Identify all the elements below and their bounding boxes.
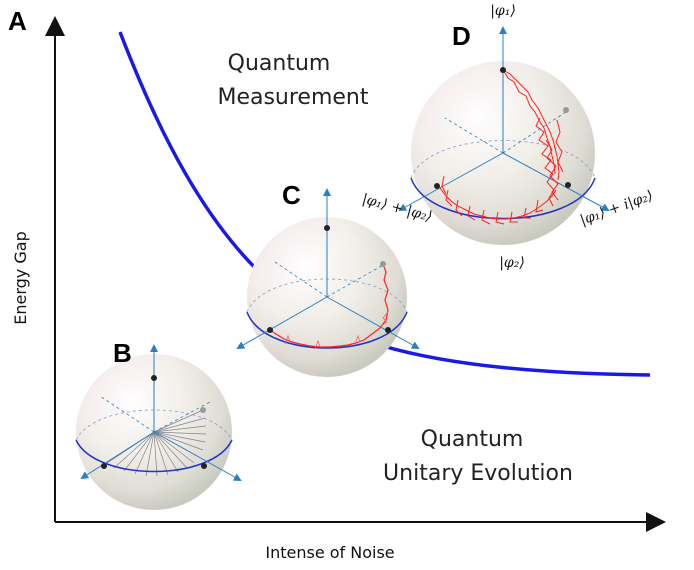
x-axis-title: Intense of Noise [265, 543, 394, 562]
panel-label-d: D [452, 21, 471, 51]
region-upper-line-2: Measurement [217, 85, 368, 110]
region-upper-line-1: Quantum [228, 51, 331, 76]
trajectory-d [439, 69, 564, 225]
trajectory-c [269, 263, 389, 348]
bloch-sphere-c [236, 188, 420, 377]
bloch-sphere-d [398, 26, 610, 245]
ket-label-top: |φ₁⟩ [490, 3, 516, 19]
panel-label-a: A [8, 6, 27, 36]
bloch-sphere-b [75, 344, 242, 510]
region-lower-line-1: Quantum [421, 427, 524, 452]
panel-label-c: C [282, 180, 301, 210]
ket-label-bottom: |φ₂⟩ [499, 255, 525, 271]
panel-label-b: B [113, 338, 132, 368]
ket-label-right: |φ₁⟩ + i|φ₂⟩ [578, 188, 655, 229]
region-lower-line-2: Unitary Evolution [383, 461, 573, 486]
y-axis-title: Energy Gap [11, 231, 30, 324]
